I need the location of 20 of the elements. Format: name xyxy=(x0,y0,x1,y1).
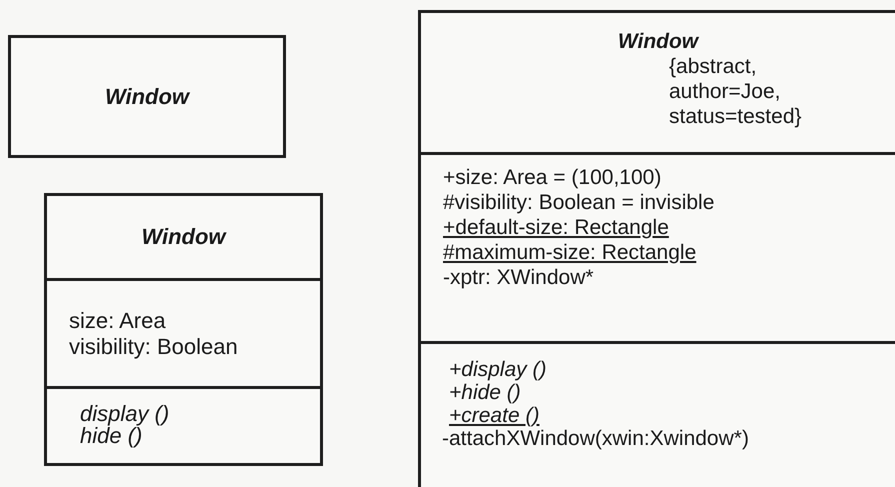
operation-text: hide () xyxy=(80,425,142,447)
operation-text: display () xyxy=(80,403,170,425)
operation-text: +display () xyxy=(449,358,548,381)
class-name: Window xyxy=(104,84,191,110)
attribute-text: size: Area xyxy=(69,308,167,334)
attribute-text: #visibility: Boolean = invisible xyxy=(443,190,716,215)
operation-text: +hide () xyxy=(449,381,522,404)
attribute-text: #maximum-size: Rectangle xyxy=(443,240,698,265)
constraint-text: {abstract, author=Joe, status=tested} xyxy=(669,54,803,129)
class-box xyxy=(44,193,323,466)
class-name: Window xyxy=(140,224,228,250)
class-box xyxy=(8,35,286,158)
class-box xyxy=(418,10,895,487)
operation-text: +create () xyxy=(449,404,540,427)
attribute-text: -xptr: XWindow* xyxy=(443,265,595,290)
class-name: Window xyxy=(616,29,700,54)
attribute-text: +default-size: Rectangle xyxy=(443,215,670,240)
attribute-text: +size: Area = (100,100) xyxy=(443,165,662,190)
attribute-text: -attachXWindow(xwin:Xwindow*) xyxy=(442,427,750,450)
attribute-text: visibility: Boolean xyxy=(69,334,239,360)
